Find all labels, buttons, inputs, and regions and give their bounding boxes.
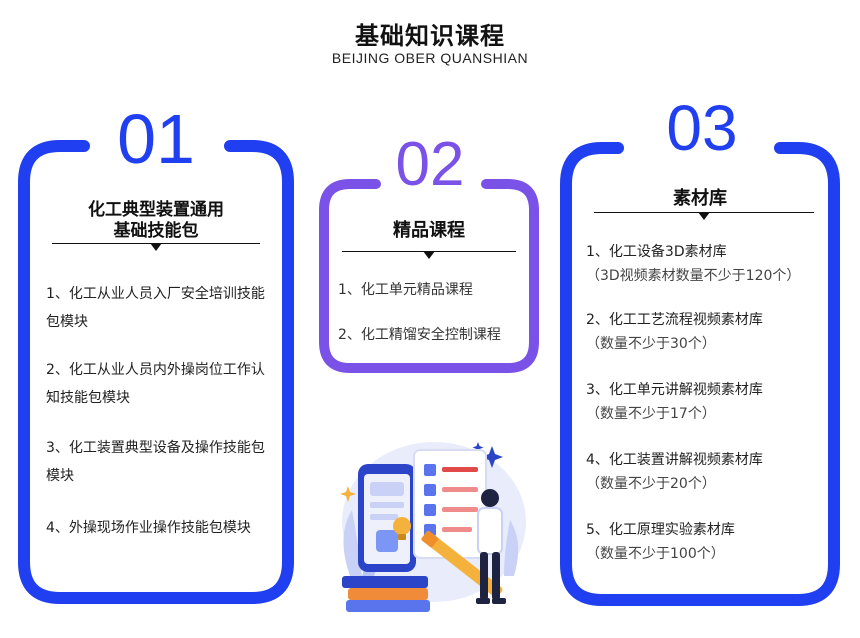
list-item: 2、化工从业人员内外操岗位工作认知技能包模块 (46, 362, 265, 406)
list-item: 4、化工装置讲解视频素材库 （数量不少于20个） (586, 448, 826, 496)
list-item: 2、化工工艺流程视频素材库 （数量不少于30个） (586, 308, 826, 356)
checklist-icon (413, 449, 487, 559)
card-basic-skills: 01 化工典型装置通用 基础技能包 1、化工从业人员入厂安全培训技能包模块 2、… (18, 104, 294, 608)
list-item: 1、化工设备3D素材库 （3D视频素材数量不少于120个） (586, 240, 826, 288)
down-arrow-icon (698, 212, 710, 220)
page-subtitle: BEIJING OBER QUANSHIAN (331, 50, 529, 66)
list-item: 5、化工原理实验素材库 （数量不少于100个） (586, 518, 826, 566)
list-item-note: （数量不少于17个） (586, 406, 716, 422)
list-item: 3、化工装置典型设备及操作技能包模块 (46, 440, 265, 484)
person-icon (476, 489, 506, 604)
list-item-title: 2、化工工艺流程视频素材库 (586, 312, 763, 328)
plant-icon (504, 520, 519, 576)
list-item-note: （3D视频素材数量不少于120个） (586, 268, 801, 284)
phone-icon (358, 464, 416, 572)
card-title: 精品课程 (393, 220, 465, 241)
card-premium-courses: 02 精品课程 1、化工单元精品课程 2、化工精馏安全控制课程 (316, 130, 542, 374)
sparkle-icon (472, 442, 503, 468)
card-number: 02 (395, 130, 465, 199)
books-icon (342, 576, 430, 612)
list-item: 2、化工精馏安全控制课程 (338, 327, 501, 343)
list-item-note: （数量不少于30个） (586, 336, 716, 352)
list-item: 1、化工从业人员入厂安全培训技能包模块 (46, 286, 265, 330)
page-title: 基础知识课程 (355, 22, 505, 50)
card-title-line: 基础技能包 (113, 221, 199, 241)
card-number: 03 (666, 92, 738, 164)
lightbulb-icon (393, 517, 411, 540)
card-frame (319, 179, 539, 373)
study-illustration (340, 442, 526, 612)
card-title: 素材库 (673, 188, 727, 209)
down-arrow-icon (423, 251, 435, 259)
list-item-title: 5、化工原理实验素材库 (586, 522, 735, 538)
list-item: 3、化工单元讲解视频素材库 （数量不少于17个） (586, 378, 826, 426)
down-arrow-icon (150, 243, 162, 251)
list-item-note: （数量不少于20个） (586, 476, 716, 492)
list-item: 4、外操现场作业操作技能包模块 (46, 520, 251, 536)
list-item: 1、化工单元精品课程 (338, 282, 473, 298)
card-title: 化工典型装置通用 基础技能包 (38, 200, 274, 242)
card-title-line: 化工典型装置通用 (88, 200, 224, 220)
list-item-title: 1、化工设备3D素材库 (586, 244, 727, 260)
card-number: 01 (117, 100, 195, 178)
list-item-title: 3、化工单元讲解视频素材库 (586, 382, 763, 398)
card-material-library: 03 素材库 1、化工设备3D素材库 （3D视频素材数量不少于120个） 2、化… (558, 96, 842, 606)
list-item-note: （数量不少于100个） (586, 546, 725, 562)
sparkle-icon (340, 486, 356, 502)
card-frame (560, 142, 840, 606)
list-item-title: 4、化工装置讲解视频素材库 (586, 452, 763, 468)
card-frame (18, 140, 294, 604)
